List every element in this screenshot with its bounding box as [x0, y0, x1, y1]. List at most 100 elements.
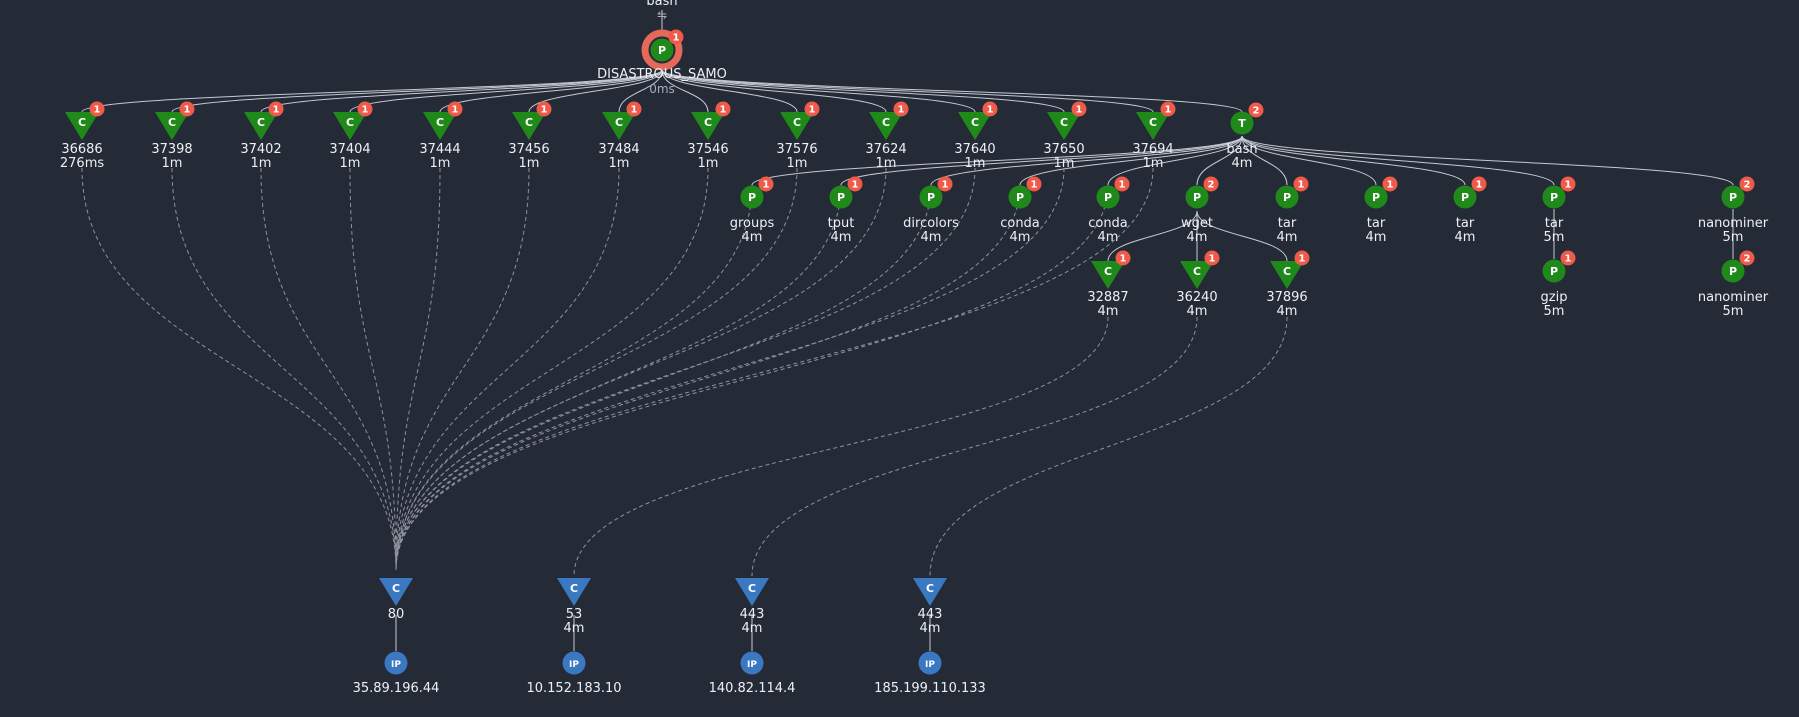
network-edge [751, 316, 1198, 577]
node-type-letter: IP [747, 660, 757, 670]
alert-count-text: 1 [1298, 180, 1305, 191]
spawn-edge [1196, 210, 1288, 262]
spawn-edge [661, 69, 1065, 113]
connection-port: 37576 [776, 142, 817, 157]
connection-node-icon [1180, 261, 1214, 289]
network-edge [395, 167, 976, 571]
alert-count-badge [1294, 250, 1310, 266]
alert-count-text: 2 [1253, 106, 1260, 117]
node-type-letter: P [1550, 265, 1558, 278]
spawn-edge [661, 69, 1243, 113]
node-type-letter: C [168, 116, 176, 129]
alert-count-text: 1 [1119, 180, 1126, 191]
alert-count-text: 1 [1076, 105, 1083, 116]
process-name: nanominer [1698, 216, 1769, 231]
connection-time: 1m [430, 156, 451, 171]
process-name: nanominer [1698, 290, 1769, 305]
alert-count-badge [268, 101, 284, 117]
alert-count-text: 1 [720, 105, 727, 116]
connection-port: 37546 [687, 142, 728, 157]
spawn-edge [618, 69, 663, 113]
node-type-letter: C [882, 116, 890, 129]
connection-port: 37896 [1266, 290, 1307, 305]
node-type-letter: P [1283, 191, 1291, 204]
network-edge [395, 167, 620, 571]
process-name: wget [1181, 216, 1213, 231]
remote-connection-node[interactable]: C80 [379, 578, 413, 622]
network-edge [395, 167, 1154, 571]
spawn-edge [661, 69, 887, 113]
connection-node-icon [958, 112, 992, 140]
alert-count-badge [1739, 250, 1755, 266]
network-edge [573, 316, 1109, 577]
network-edge [395, 167, 709, 571]
node-type-letter: C [570, 582, 578, 595]
node-type-letter: C [615, 116, 623, 129]
alert-count-text: 1 [987, 105, 994, 116]
alert-count-text: 1 [541, 105, 548, 116]
process-time: 4m [1098, 230, 1119, 245]
parent-process[interactable]: bash⇋ [646, 0, 677, 22]
process-node-icon [1008, 185, 1032, 209]
alert-count-badge [1382, 176, 1398, 192]
process-node-icon [1364, 185, 1388, 209]
process-node-icon [919, 185, 943, 209]
node-type-letter: P [927, 191, 935, 204]
alert-count-badge [982, 101, 998, 117]
process-node-icon [829, 185, 853, 209]
connection-time: 1m [519, 156, 540, 171]
node-type-letter: IP [925, 660, 935, 670]
spawn-edge [528, 69, 663, 113]
node-type-letter: P [1550, 191, 1558, 204]
network-edge [929, 316, 1288, 577]
process-name: tput [828, 216, 855, 231]
process-node-icon [1453, 185, 1477, 209]
ip-node-icon [384, 651, 408, 675]
connection-time: 4m [1277, 304, 1298, 319]
ip-node-icon [562, 651, 586, 675]
network-edges [81, 167, 1288, 577]
alert-count-text: 1 [1165, 105, 1172, 116]
alert-count-badge [179, 101, 195, 117]
alert-count-badge [758, 176, 774, 192]
